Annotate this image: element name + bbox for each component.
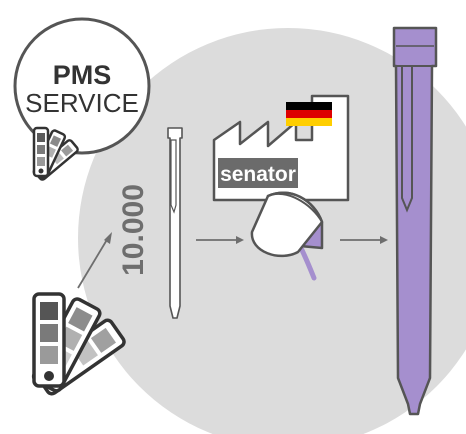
quantity-label: 10.000 [117, 184, 150, 276]
white-pen-icon [168, 128, 182, 318]
purple-pen-icon [394, 28, 436, 414]
badge-title: PMS [53, 60, 112, 90]
badge-subtitle: SERVICE [25, 88, 139, 118]
germany-flag-icon [286, 102, 332, 126]
factory-brand: senator [220, 163, 296, 186]
